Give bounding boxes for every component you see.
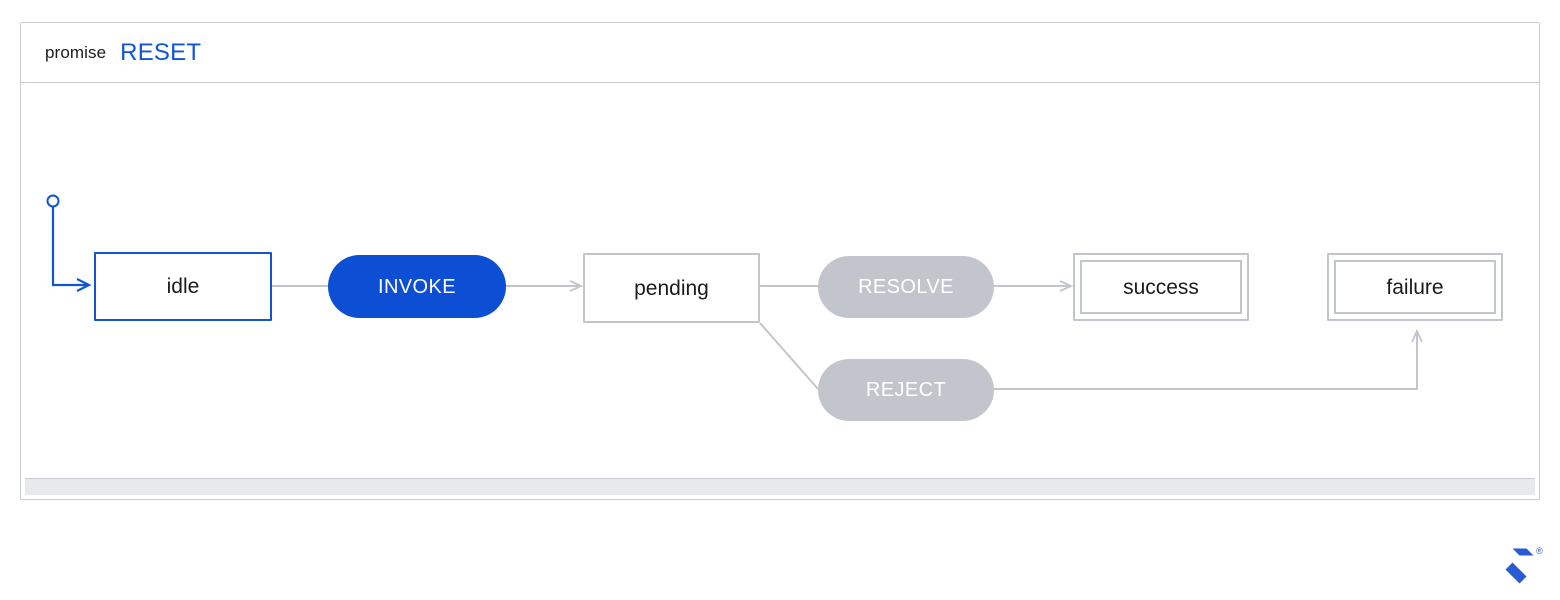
final-state-inner-failure: failure (1334, 260, 1496, 314)
final-state-node-failure[interactable]: failure (1327, 253, 1503, 321)
machine-event-reset[interactable]: RESET (120, 38, 202, 66)
final-state-inner-success: success (1080, 260, 1242, 314)
event-node-resolve[interactable]: RESOLVE (818, 256, 994, 318)
brand-logo: ® (1492, 542, 1546, 588)
edge-reject-to-failure (994, 331, 1417, 390)
registered-trademark-symbol: ® (1536, 546, 1543, 556)
edge-pending-to-reject (759, 322, 819, 390)
event-label-reject: REJECT (865, 379, 947, 401)
machine-name-label: promise (45, 43, 107, 62)
machine-header: promise RESET (21, 23, 1539, 83)
state-label-idle: idle (166, 275, 200, 298)
state-node-idle[interactable]: idle (94, 252, 272, 321)
state-label-pending: pending (634, 276, 709, 300)
event-node-reject[interactable]: REJECT (818, 359, 994, 421)
edge-initial-to-idle (51, 207, 92, 292)
machine-footer-bar (25, 478, 1535, 495)
state-label-failure: failure (1386, 275, 1444, 299)
event-label-invoke: INVOKE (378, 275, 456, 298)
toptal-logo-icon: ® (1505, 546, 1543, 584)
event-node-invoke[interactable]: INVOKE (328, 255, 506, 318)
state-machine-container: promise RESET (20, 22, 1540, 500)
final-state-node-success[interactable]: success (1073, 253, 1249, 321)
initial-state-dot (46, 194, 60, 208)
state-node-pending[interactable]: pending (583, 253, 760, 323)
state-label-success: success (1123, 275, 1199, 299)
event-label-resolve: RESOLVE (858, 276, 954, 298)
machine-canvas[interactable]: idle INVOKE pending RESOLVE REJECT succ (21, 83, 1539, 483)
